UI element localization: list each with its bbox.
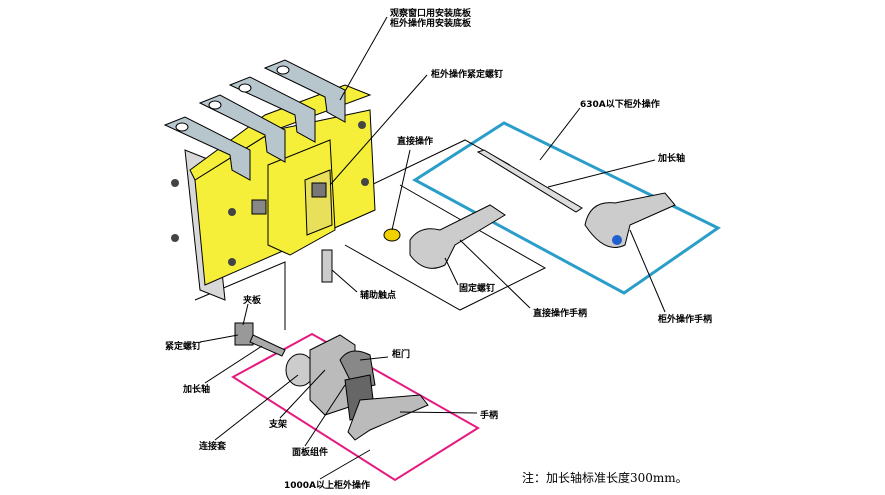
label-clamp-plate: 夹板 (243, 294, 262, 306)
label-external-op-630: 630A以下柜外操作 (580, 98, 660, 110)
leader-lines (199, 16, 666, 480)
external-handle-part (584, 192, 676, 248)
1000a-parts (234, 322, 429, 441)
label-panel-assembly: 面板组件 (292, 446, 328, 458)
label-external-handle: 柜外操作手柄 (657, 313, 712, 325)
auxiliary-contact-part (321, 249, 333, 283)
label-mounting-plate-window: 观察窗口用安装底板 (390, 7, 472, 19)
switch-body (163, 59, 376, 301)
label-direct-handle: 直接操作手柄 (533, 307, 587, 319)
label-mounting-plate-external: 柜外操作用安装底板 (389, 17, 472, 29)
frame-1000a (231, 332, 480, 482)
frame-630a (412, 121, 721, 295)
label-auxiliary-contact: 辅助触点 (360, 289, 396, 301)
direct-knob (383, 228, 401, 242)
label-external-set-screw: 柜外操作紧定螺钉 (430, 68, 503, 80)
label-bracket: 支架 (268, 418, 287, 430)
note: 注：加长轴标准长度300mm。 (522, 470, 688, 485)
label-external-op-1000: 1000A以上柜外操作 (284, 479, 370, 491)
label-extension-shaft-bottom: 加长轴 (182, 383, 210, 395)
label-direct-operation: 直接操作 (397, 135, 433, 147)
label-extension-shaft-top: 加长轴 (657, 152, 685, 164)
label-coupling-sleeve: 连接套 (199, 440, 227, 452)
label-handle: 手柄 (480, 409, 498, 421)
label-set-screw: 紧定螺钉 (165, 340, 201, 352)
label-cabinet-door: 柜门 (391, 348, 410, 360)
label-fixing-screw: 固定螺钉 (459, 282, 495, 294)
direct-handle-part (409, 204, 506, 269)
extension-shaft-part (476, 149, 583, 213)
